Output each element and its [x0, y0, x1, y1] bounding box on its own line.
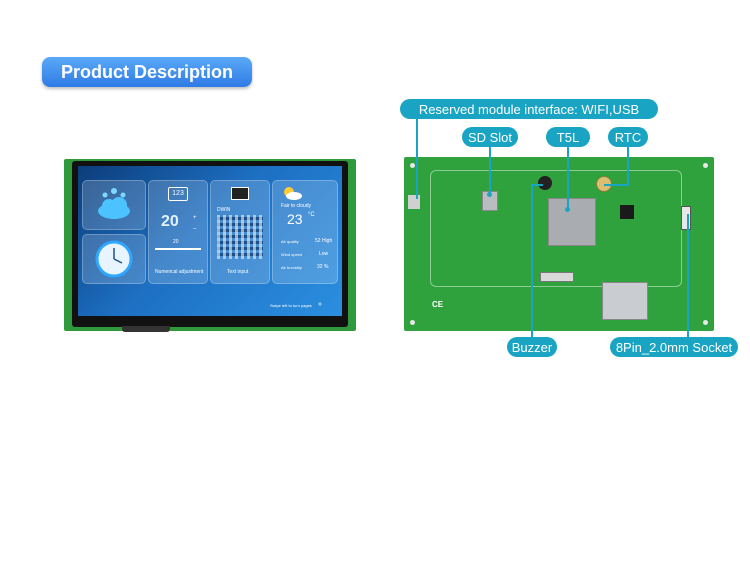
keyboard-tile: DWIN Text input: [210, 180, 270, 284]
slider-value: 20: [173, 239, 179, 245]
leader-dot: [487, 192, 492, 197]
sun-cloud-icon: [284, 187, 302, 200]
clock-icon: [95, 240, 133, 278]
text-input-label: Text input: [227, 269, 249, 275]
leader-sd-slot: [489, 147, 491, 194]
chevron-right-icon: »: [318, 301, 322, 308]
decrement-icon: –: [193, 226, 197, 232]
clock-tile: [82, 234, 146, 284]
socket-component: [681, 206, 691, 230]
cloud-tile: [82, 180, 146, 230]
display-connector: [122, 326, 170, 332]
humidity-label: Air humidity: [281, 265, 302, 270]
keyboard-title: DWIN: [217, 207, 231, 213]
callout-sd-slot: SD Slot: [462, 127, 518, 147]
leader-dot: [565, 207, 570, 212]
temperature: 23: [287, 211, 303, 227]
buzzer-component: [538, 176, 552, 190]
mount-hole: [410, 163, 415, 168]
callout-reserved-interface: Reserved module interface: WIFI,USB: [400, 99, 658, 119]
temp-unit: °C: [308, 212, 315, 218]
callout-rtc: RTC: [608, 127, 648, 147]
ic-component: [620, 205, 634, 219]
reserved-interface-component: [408, 195, 420, 209]
leader-buzzer: [531, 185, 533, 337]
leader-reserved: [416, 119, 418, 199]
fpc-connector: [540, 272, 574, 282]
weather-text: Fair to cloudy: [281, 203, 312, 209]
leader-rtc-h: [604, 184, 629, 186]
air-quality-value: 52 High: [315, 238, 333, 244]
display-screen: 123 20 + – 20 Numerical adjustment DWIN …: [78, 166, 342, 316]
swipe-hint: Swipe left to turn pages: [270, 303, 312, 308]
numeric-label: Numerical adjustment: [155, 269, 204, 275]
t5l-chip: [548, 198, 596, 246]
leader-buzzer-h: [531, 184, 543, 186]
keyboard-grid: [217, 215, 263, 259]
wind-value: Low: [319, 251, 329, 257]
leader-rtc: [627, 147, 629, 185]
leader-socket: [687, 214, 689, 337]
weather-tile: Fair to cloudy 23 °C Air quality 52 High…: [272, 180, 338, 284]
callout-t5l: T5L: [546, 127, 590, 147]
mount-hole: [703, 163, 708, 168]
humidity-value: 32 %: [317, 264, 329, 270]
numeric-value: 20: [161, 213, 179, 230]
wind-label: Wind speed: [281, 252, 303, 257]
increment-icon: +: [193, 215, 197, 221]
keyboard-icon: [231, 187, 249, 200]
lcd-connector: [602, 282, 648, 320]
section-title: Product Description: [42, 57, 252, 87]
numeric-slider: [155, 248, 201, 250]
callout-buzzer: Buzzer: [507, 337, 557, 357]
cloud-icon: [98, 188, 130, 219]
leader-t5l: [567, 147, 569, 209]
mount-hole: [703, 320, 708, 325]
numeric-top-value: 123: [168, 187, 188, 201]
numeric-tile: 123 20 + – 20 Numerical adjustment: [148, 180, 208, 284]
air-quality-label: Air quality: [281, 239, 299, 244]
mount-hole: [410, 320, 415, 325]
ce-mark: CE: [432, 300, 444, 309]
callout-socket: 8Pin_2.0mm Socket: [610, 337, 738, 357]
